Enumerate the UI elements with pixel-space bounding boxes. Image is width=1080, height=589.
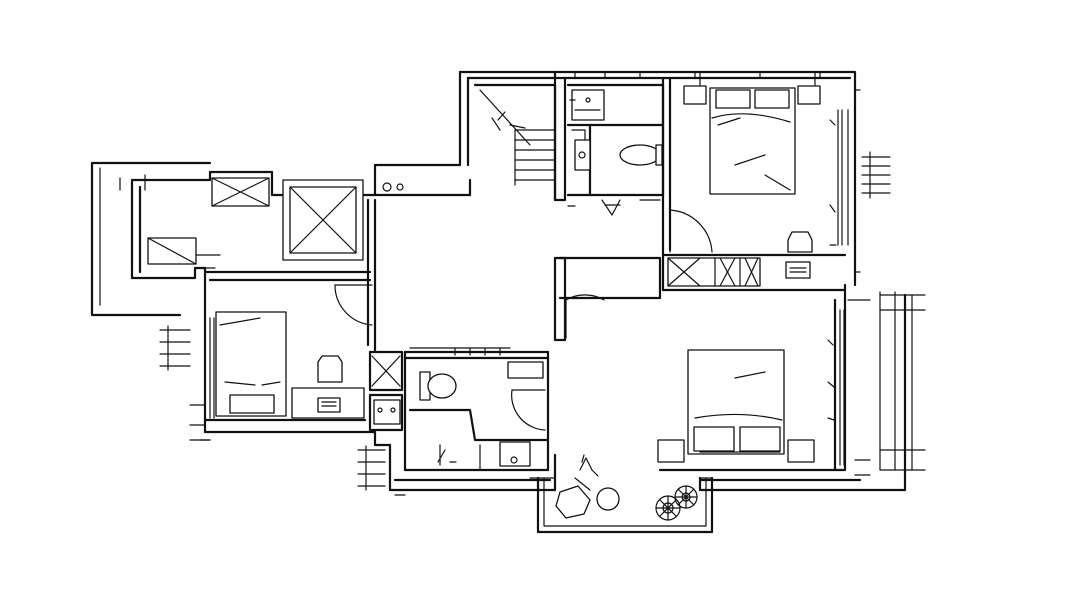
stairs-icon [479, 89, 556, 186]
dimension-marks [119, 151, 891, 491]
wall-stubs [194, 71, 871, 496]
chair-icon [317, 355, 343, 383]
bathroom-top [571, 89, 663, 171]
plant-icon [655, 495, 681, 521]
door-swing-icon [334, 199, 713, 431]
window-icon [99, 71, 926, 471]
plant-icon [674, 485, 698, 509]
wardrobe [667, 257, 761, 287]
bedroom-bottom-right [657, 339, 835, 463]
bed-icon [687, 349, 785, 455]
sink-icon [574, 139, 591, 171]
interior-walls [203, 70, 847, 472]
toilet-icon [419, 371, 457, 401]
storage-middle [371, 355, 401, 425]
bedside-table [797, 85, 821, 105]
bedside-table [657, 439, 685, 463]
sink-icon [499, 441, 531, 467]
bathroom-center [419, 361, 544, 471]
bed-icon [709, 87, 796, 195]
chair-icon [787, 231, 813, 253]
chair-icon [555, 454, 599, 519]
toilet-icon [619, 144, 663, 166]
sink-icon [373, 399, 401, 425]
bedroom-left [215, 311, 365, 419]
bedside-table [683, 85, 707, 105]
bedside-table [787, 439, 815, 463]
storage-left [147, 177, 404, 265]
round-table [596, 487, 620, 511]
bed-icon [215, 311, 287, 417]
exterior-walls [90, 70, 907, 492]
bedroom-top-right [667, 85, 837, 287]
balcony [536, 454, 714, 534]
desk [785, 261, 811, 279]
